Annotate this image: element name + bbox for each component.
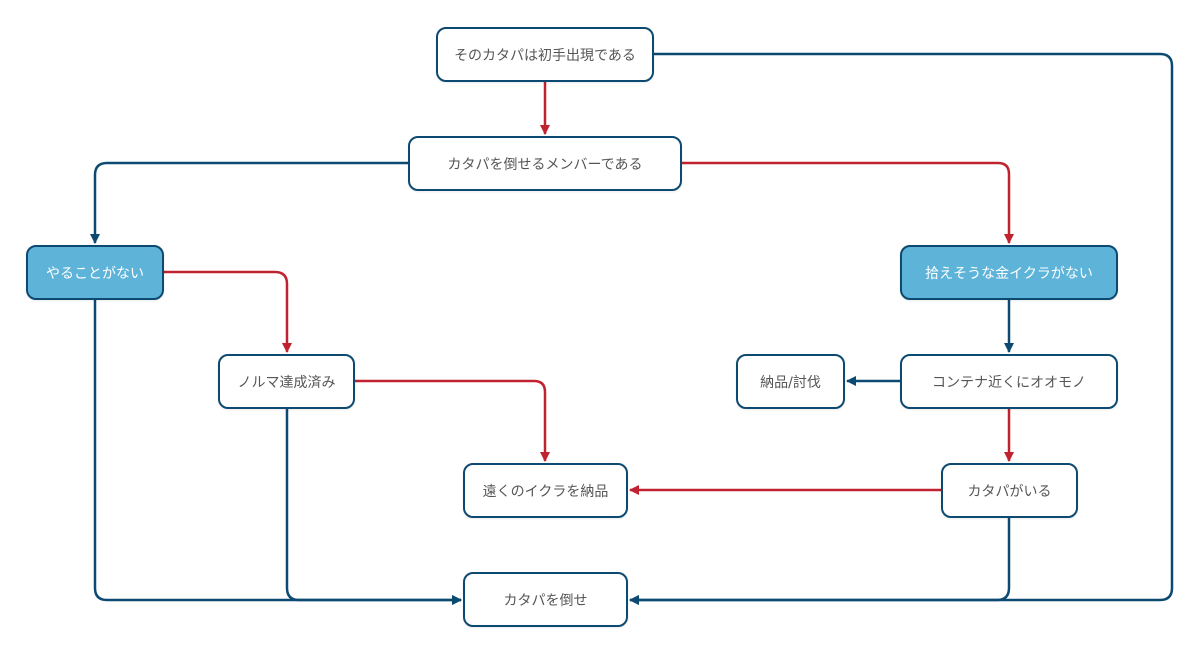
node-katapa-present: カタパがいる [941, 463, 1078, 518]
edge-candefeat-to-noroe [682, 161, 1014, 244]
edge-first-to-defeat [629, 52, 1174, 605]
edge-nothing-to-quota [164, 270, 292, 353]
edge-candefeat-to-nothing [90, 161, 408, 244]
node-quota-done: ノルマ達成済み [218, 354, 355, 409]
node-can-defeat: カタパを倒せるメンバーである [408, 136, 682, 191]
edge-nothing-to-defeat [93, 300, 462, 605]
node-defeat-katapa: カタパを倒せ [463, 572, 628, 627]
node-deliver-hunt: 納品/討伐 [736, 354, 845, 409]
edge-katapa-to-defeat [629, 518, 1011, 605]
node-deliver-far-roe: 遠くのイクラを納品 [463, 463, 628, 518]
edge-quota-to-farroe [355, 379, 550, 462]
node-big-boss-near: コンテナ近くにオオモノ [900, 354, 1118, 409]
node-no-golden-roe: 拾えそうな金イクラがない [900, 245, 1118, 300]
edge-quota-to-defeat [285, 409, 462, 605]
node-first-appearance: そのカタパは初手出現である [436, 27, 654, 82]
node-nothing-to-do: やることがない [26, 245, 164, 300]
